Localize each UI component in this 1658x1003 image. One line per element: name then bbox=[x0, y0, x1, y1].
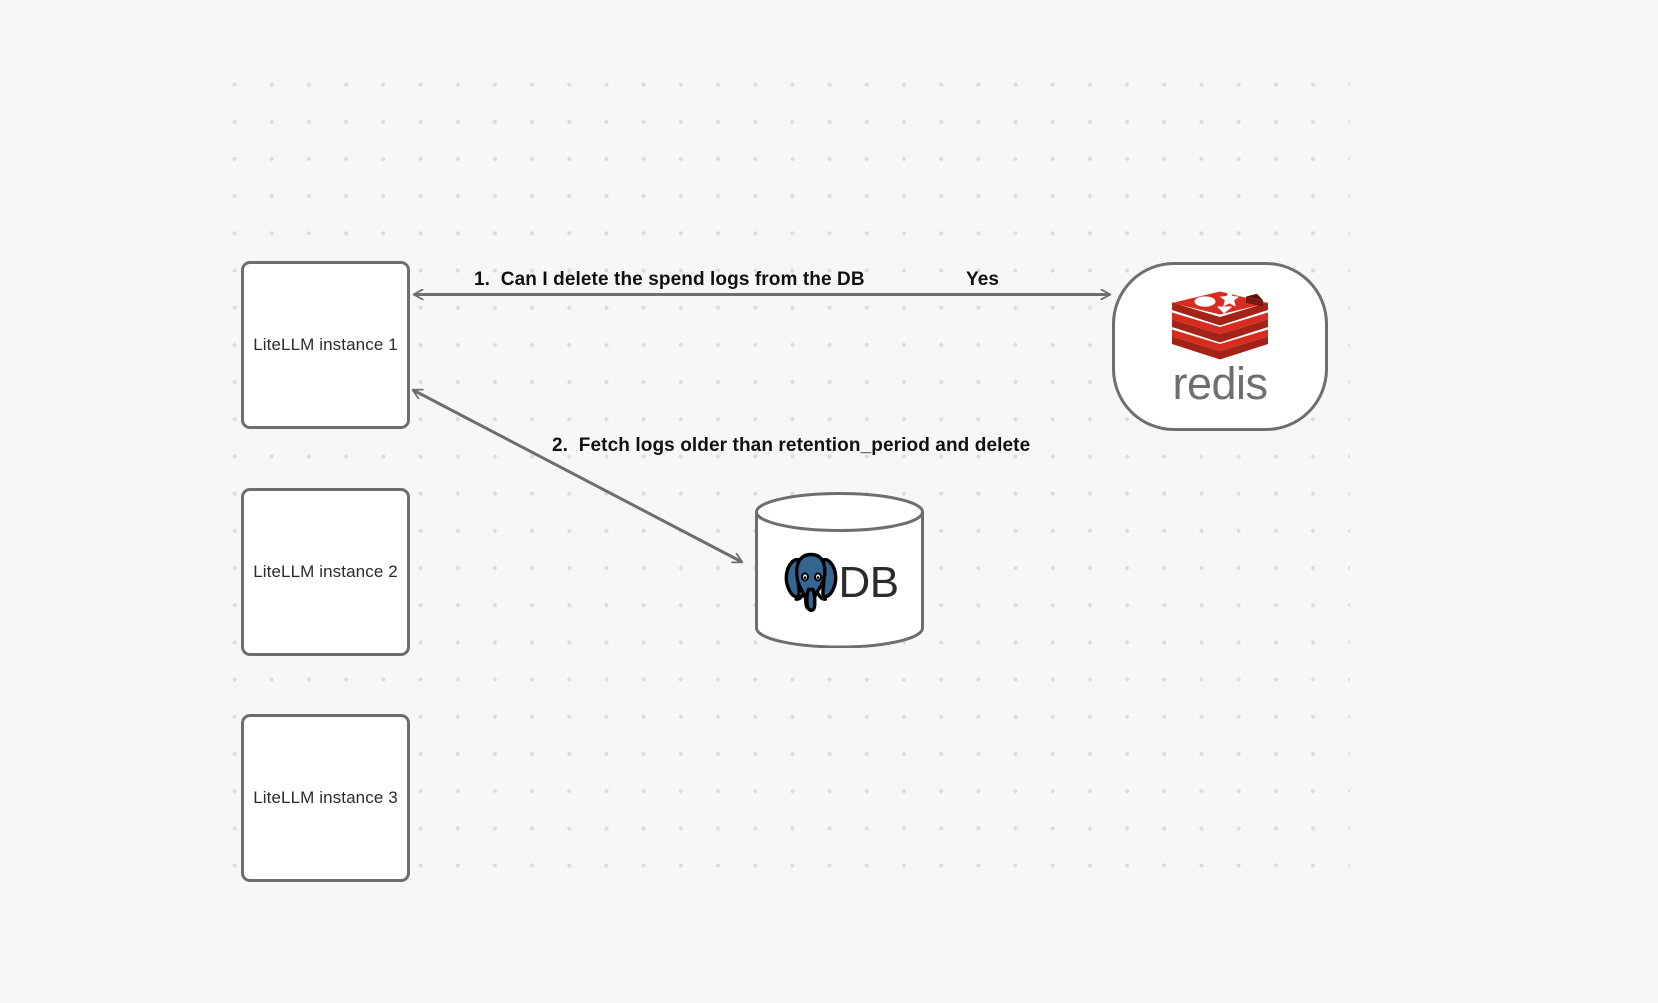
node-litellm-instance-2-label: LiteLLM instance 2 bbox=[253, 561, 398, 581]
node-postgres-db[interactable]: DB bbox=[754, 492, 925, 649]
redis-wordmark: redis bbox=[1172, 358, 1268, 409]
db-label: DB bbox=[838, 558, 899, 607]
node-litellm-instance-1[interactable]: LiteLLM instance 1 bbox=[241, 261, 410, 429]
edge-label-1-reply: Yes bbox=[966, 269, 1000, 290]
node-litellm-instance-3-label: LiteLLM instance 3 bbox=[253, 787, 398, 807]
redis-logo-icon bbox=[1168, 287, 1272, 363]
edge-litellm-db-line bbox=[413, 388, 742, 564]
node-litellm-instance-2[interactable]: LiteLLM instance 2 bbox=[241, 488, 410, 656]
cylinder-shape bbox=[755, 492, 924, 649]
edge-label-1: 1. Can I delete the spend logs from the … bbox=[474, 269, 865, 290]
edge-label-2: 2. Fetch logs older than retention_perio… bbox=[552, 435, 1031, 456]
postgresql-elephant-icon bbox=[780, 549, 842, 618]
node-redis[interactable]: redis bbox=[1112, 262, 1328, 431]
node-litellm-instance-3[interactable]: LiteLLM instance 3 bbox=[241, 714, 410, 882]
node-litellm-instance-1-label: LiteLLM instance 1 bbox=[253, 334, 398, 354]
